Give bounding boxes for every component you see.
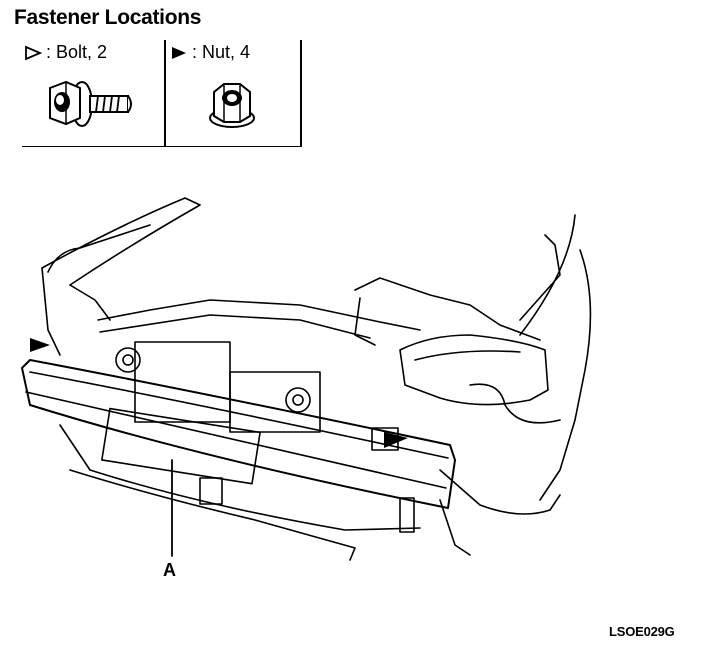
- legend-nut-cell: : Nut, 4: [166, 40, 302, 147]
- page-title: Fastener Locations: [14, 6, 202, 29]
- legend-nut-label: : Nut, 4: [192, 42, 251, 62]
- figure-code: LSOE029G: [609, 624, 675, 639]
- legend-bolt-label: : Bolt, 2: [46, 42, 108, 62]
- bolt-icon: [49, 80, 132, 127]
- hollow-triangle-icon: [25, 45, 42, 60]
- callout-label-a: A: [163, 560, 176, 580]
- fastener-legend: : Bolt, 2 : Nut, 4: [22, 40, 302, 147]
- nut-marker: [30, 338, 50, 352]
- filled-triangle-icon: [172, 46, 186, 59]
- nut-icon: [209, 83, 255, 128]
- nut-marker: [384, 432, 408, 448]
- legend-bolt-cell: : Bolt, 2: [22, 40, 164, 147]
